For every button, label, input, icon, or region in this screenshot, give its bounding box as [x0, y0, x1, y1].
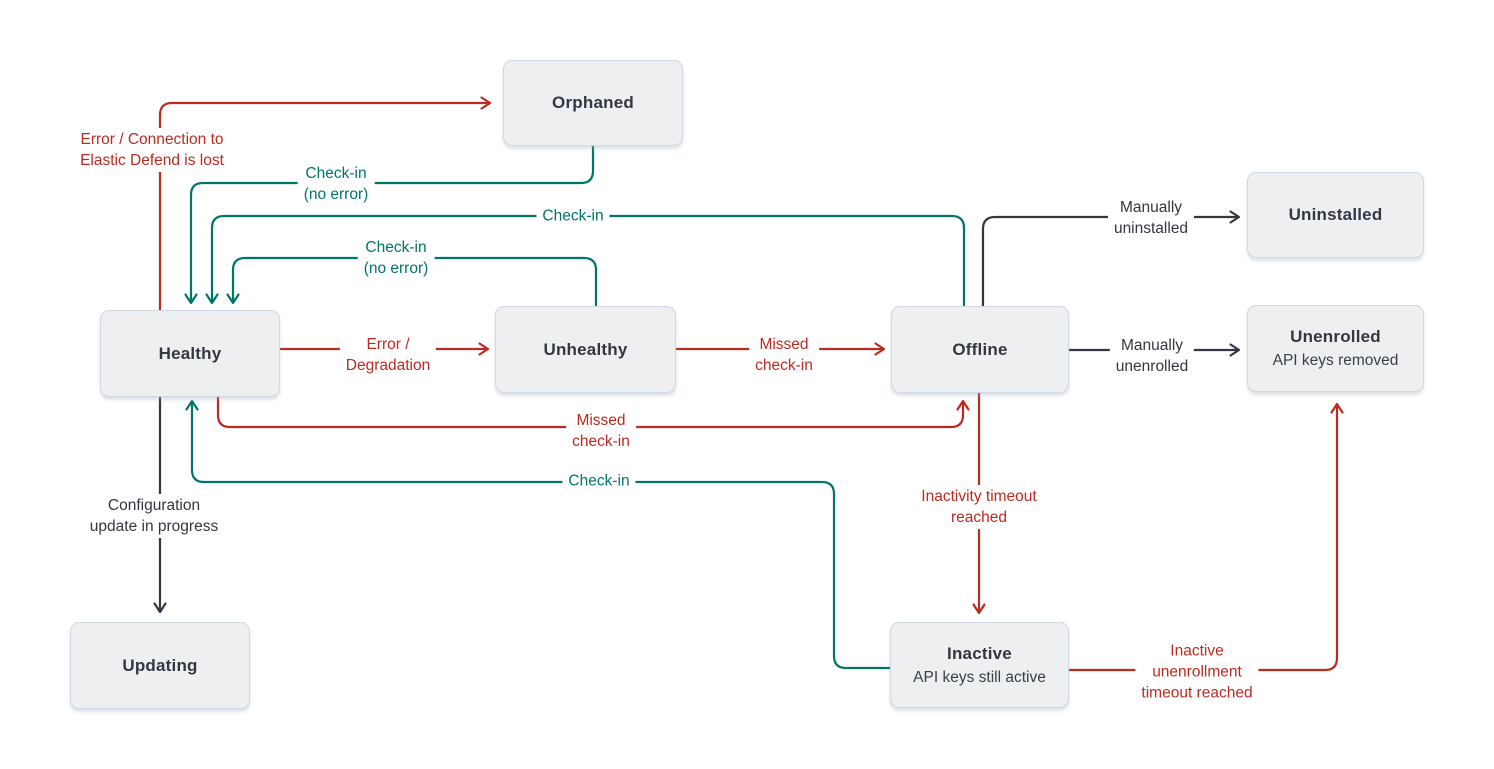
node-uninstalled: Uninstalled — [1247, 172, 1424, 258]
edge-label-offline-to-healthy: Check-in — [536, 204, 610, 228]
edge-label-offline-to-inactive: Inactivity timeout reached — [915, 485, 1043, 529]
node-unhealthy-label: Unhealthy — [543, 339, 628, 359]
edge-label-healthy-to-updating: Configuration update in progress — [83, 494, 225, 538]
node-uninstalled-label: Uninstalled — [1288, 205, 1383, 224]
node-healthy-label: Healthy — [158, 343, 222, 363]
edge-label-inactive-to-unenrolled: Inactive unenrollment timeout reached — [1135, 639, 1259, 705]
node-unhealthy: Unhealthy — [495, 306, 676, 393]
node-inactive-label: Inactive — [947, 643, 1012, 663]
edge-healthy-to-orphaned-line — [158, 96, 492, 310]
node-unenrolled: Unenrolled API keys removed — [1247, 305, 1424, 392]
node-orphaned: Orphaned — [503, 60, 683, 146]
edge-orphaned-to-healthy-line — [184, 146, 595, 305]
node-offline: Offline — [891, 306, 1069, 393]
edge-label-healthy-to-orphaned: Error / Connection to Elastic Defend is … — [74, 128, 230, 172]
edge-label-unhealthy-to-offline: Missed check-in — [749, 333, 819, 377]
edge-label-healthy-to-offline: Missed check-in — [566, 409, 636, 453]
node-updating-label: Updating — [122, 655, 198, 675]
node-inactive: Inactive API keys still active — [890, 622, 1069, 708]
node-inactive-sublabel: API keys still active — [913, 668, 1046, 686]
edge-label-inactive-to-healthy: Check-in — [562, 469, 636, 493]
node-updating: Updating — [70, 622, 250, 709]
edge-label-offline-to-uninstalled: Manually uninstalled — [1107, 196, 1195, 240]
node-unenrolled-label: Unenrolled — [1290, 327, 1381, 346]
node-healthy: Healthy — [100, 310, 280, 397]
edge-label-orphaned-to-healthy: Check-in (no error) — [297, 162, 375, 206]
edge-offline-to-uninstalled-line — [981, 210, 1241, 306]
node-orphaned-label: Orphaned — [552, 93, 634, 112]
edge-label-healthy-to-unhealthy: Error / Degradation — [339, 333, 437, 377]
edge-inactive-to-healthy-line — [185, 399, 890, 670]
node-offline-label: Offline — [952, 339, 1008, 359]
edge-offline-to-healthy-line — [205, 214, 966, 306]
node-unenrolled-sublabel: API keys removed — [1272, 352, 1399, 369]
edge-inactive-to-unenrolled-line — [1069, 402, 1344, 672]
edge-label-unhealthy-to-healthy: Check-in (no error) — [357, 236, 435, 280]
edge-label-offline-to-unenrolled: Manually unenrolled — [1109, 334, 1195, 378]
